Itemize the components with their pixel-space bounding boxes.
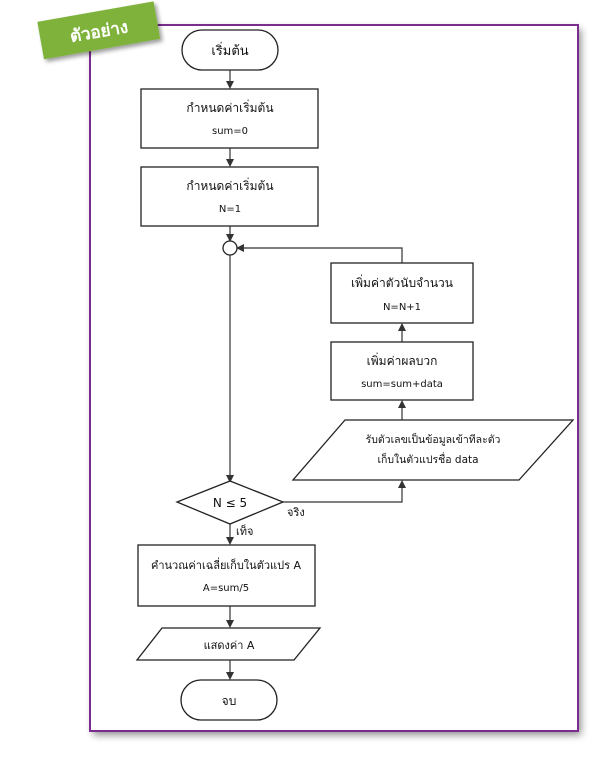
init-n-expression: N=1 — [219, 204, 241, 215]
decision-condition: N ≤ 5 — [175, 480, 285, 525]
add-sum-title: เพิ่มค่าผลบวก — [367, 352, 438, 368]
increment-n-title: เพิ่มค่าตัวนับจำนวน — [351, 274, 453, 290]
init-sum-expression: sum=0 — [212, 126, 248, 137]
loop-junction — [222, 240, 238, 256]
compute-average-expression: A=sum/5 — [203, 583, 249, 594]
process-init-sum: กำหนดค่าเริ่มต้น sum=0 — [140, 88, 319, 149]
connector-true-branch — [283, 480, 406, 503]
add-sum-expression: sum=sum+data — [361, 379, 443, 390]
true-label: จริง — [287, 506, 305, 519]
decision-label: N ≤ 5 — [213, 496, 247, 510]
increment-n-expression: N=N+1 — [383, 302, 421, 313]
input-data-line2: เก็บในตัวแปรชื่อ data — [377, 452, 478, 466]
process-add-sum: เพิ่มค่าผลบวก sum=sum+data — [330, 341, 474, 401]
end-terminator: จบ — [180, 679, 278, 721]
start-terminator: เริ่มต้น — [181, 29, 279, 71]
connector-loop-back — [236, 244, 403, 263]
input-data-line1: รับตัวเลขเป็นข้อมูลเข้าทีละตัว — [366, 432, 501, 446]
start-label: เริ่มต้น — [211, 42, 248, 59]
compute-average-title: คำนวณค่าเฉลี่ยเก็บในตัวแปร A — [151, 557, 302, 572]
process-increment-n: เพิ่มค่าตัวนับจำนวน N=N+1 — [330, 262, 474, 324]
output-display-label: แสดงค่า A — [204, 639, 255, 652]
init-n-title: กำหนดค่าเริ่มต้น — [186, 177, 273, 193]
example-badge: ตัวอย่าง — [37, 1, 161, 60]
init-sum-title: กำหนดค่าเริ่มต้น — [186, 99, 273, 115]
process-init-n: กำหนดค่าเริ่มต้น N=1 — [140, 166, 319, 227]
connectors — [226, 70, 406, 680]
output-display: แสดงค่า A — [135, 627, 322, 661]
false-label: เท็จ — [236, 524, 253, 538]
end-label: จบ — [222, 694, 237, 708]
input-data: รับตัวเลขเป็นข้อมูลเข้าทีละตัว เก็บในตัว… — [291, 419, 575, 481]
process-compute-average: คำนวณค่าเฉลี่ยเก็บในตัวแปร A A=sum/5 — [137, 544, 316, 607]
